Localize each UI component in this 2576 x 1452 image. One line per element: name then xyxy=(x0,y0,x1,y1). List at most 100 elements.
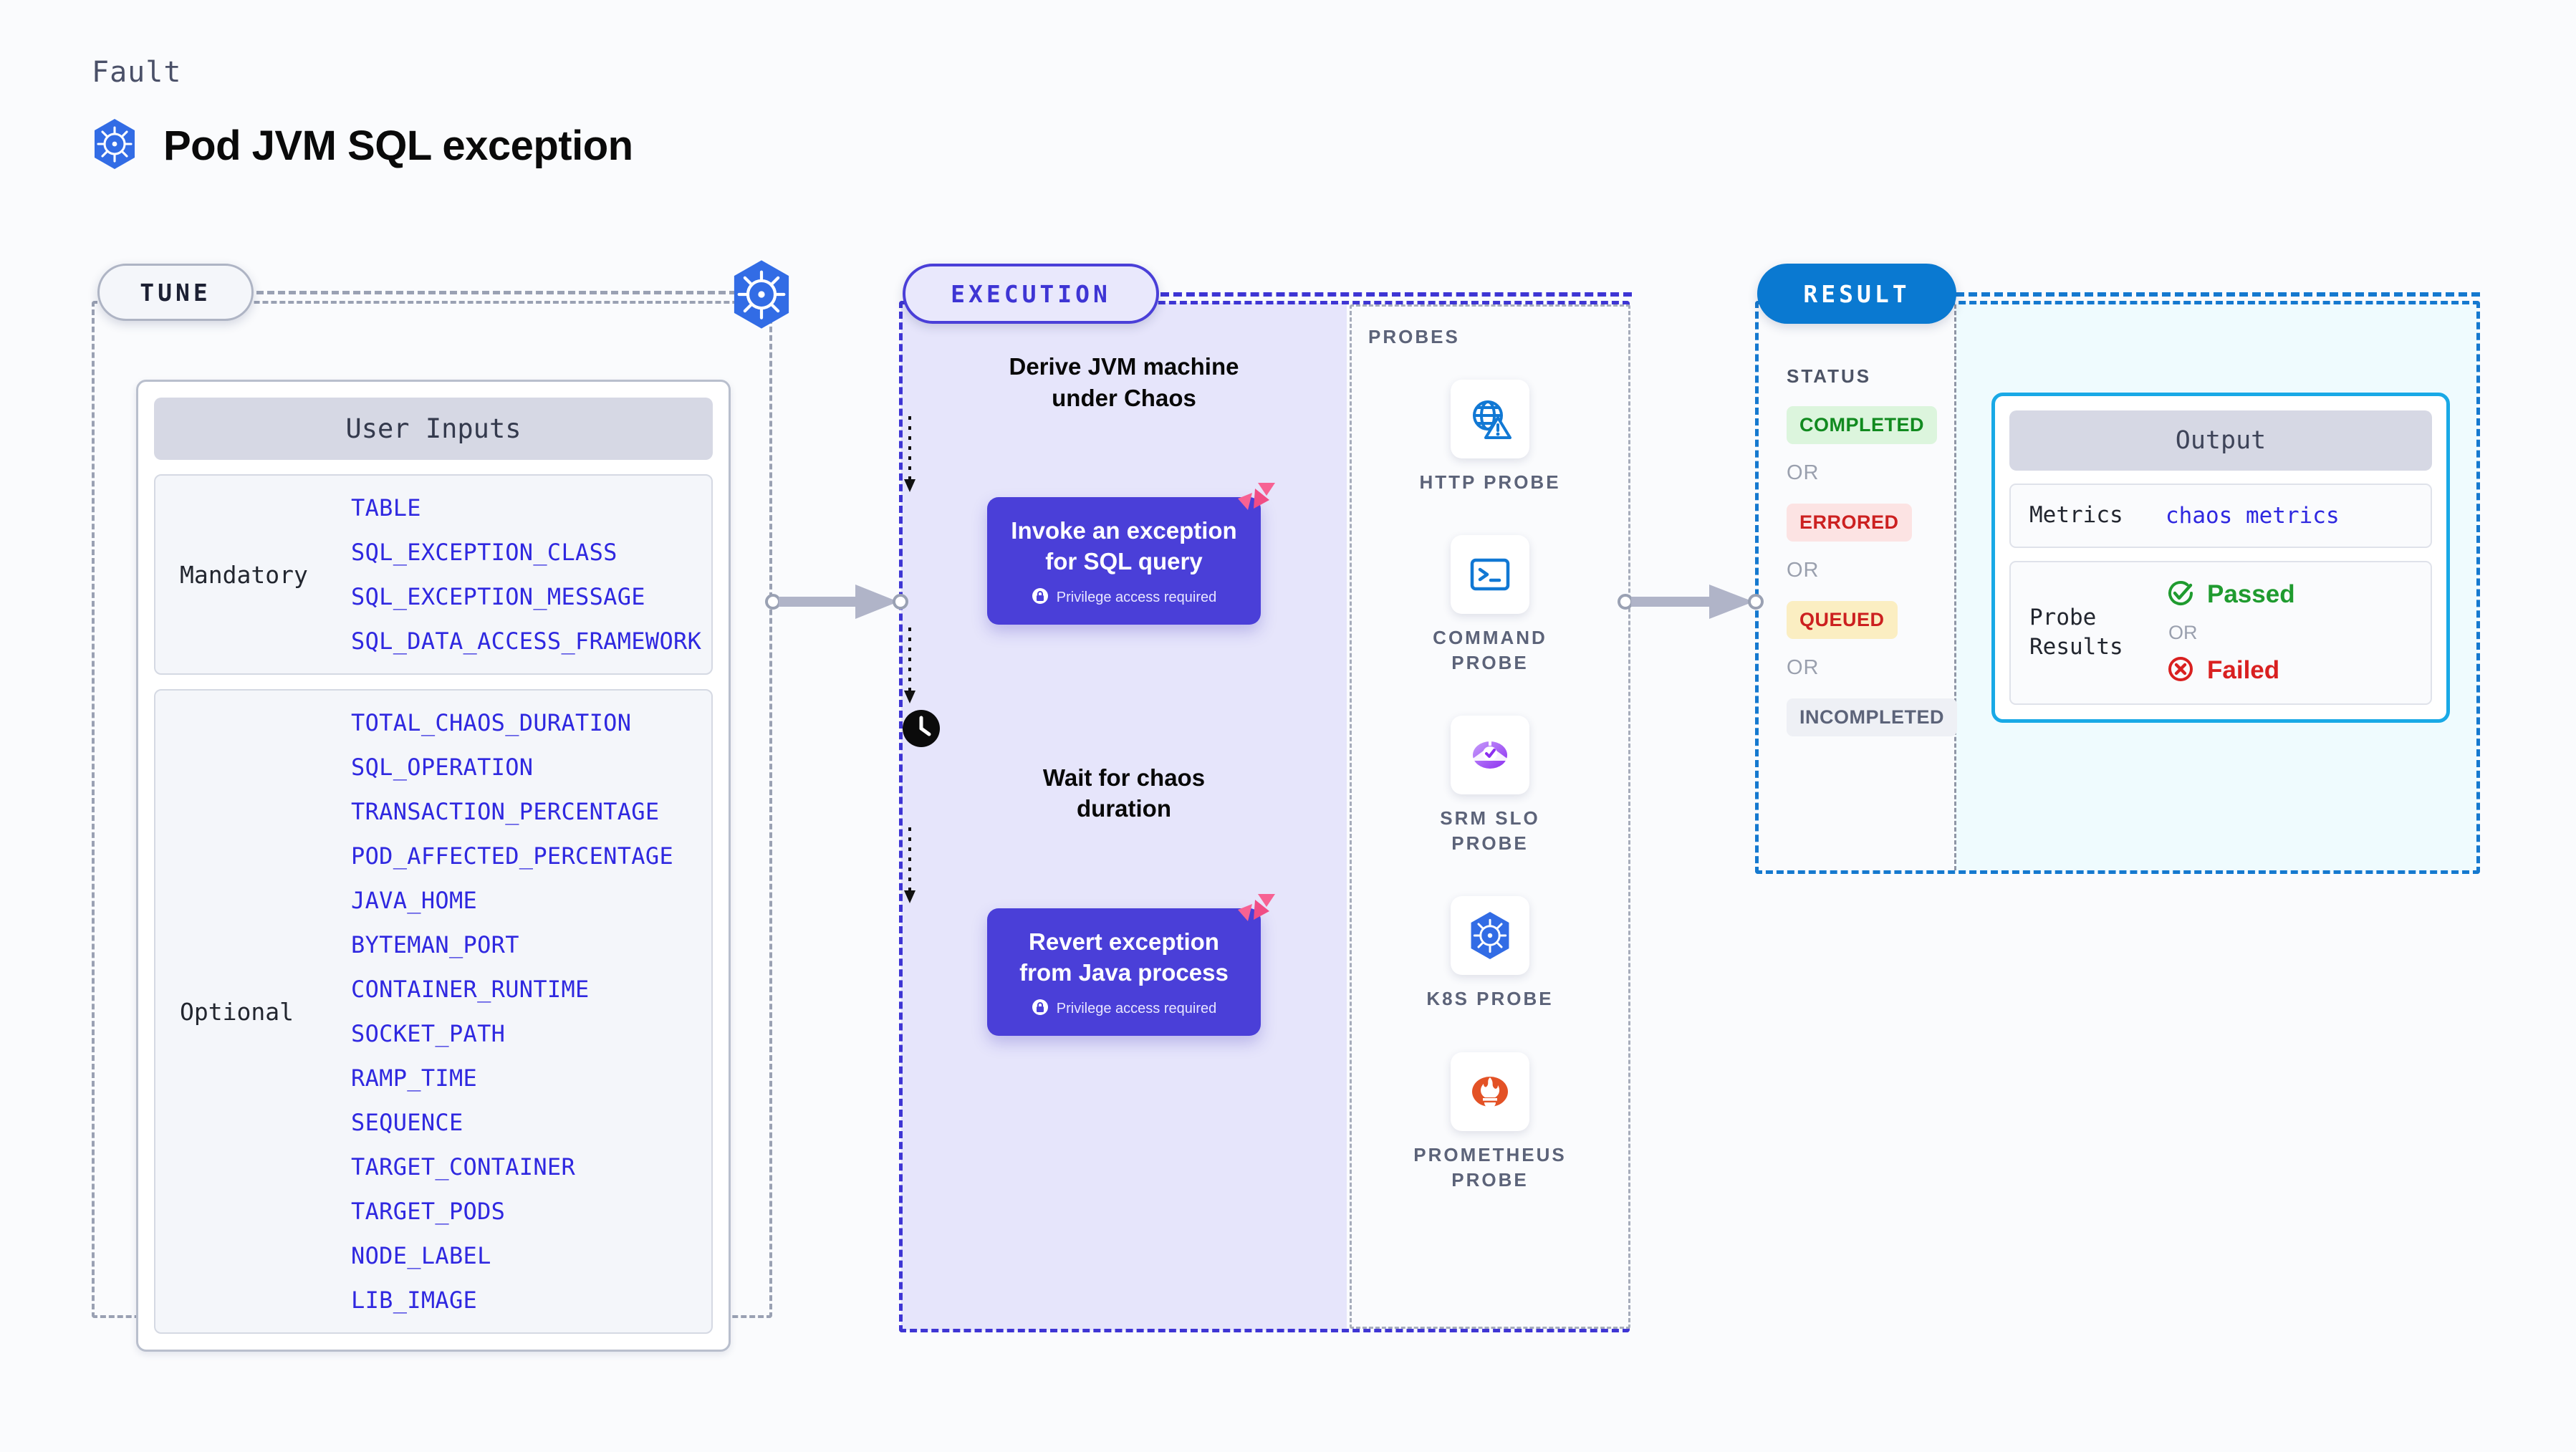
tune-connector-line xyxy=(256,291,736,294)
passed-label: Passed xyxy=(2207,580,2295,609)
param-item[interactable]: CONTAINER_RUNTIME xyxy=(351,976,590,1003)
dotted-arrow-icon xyxy=(901,413,1347,497)
probes-list: HTTP PROBE COMMAND PROBE xyxy=(1350,380,1630,1193)
litmus-flag-icon xyxy=(1236,893,1277,933)
privilege-note: Privilege access required xyxy=(1000,587,1248,609)
result-divider xyxy=(1954,304,1956,870)
probe-results-values: Passed OR Failed xyxy=(2166,578,2295,688)
result-pill-label: RESULT xyxy=(1757,264,1956,324)
page-title-row: Pod JVM SQL exception xyxy=(92,118,633,173)
kubernetes-icon xyxy=(1450,896,1529,976)
status-column: STATUS COMPLETED OR ERRORED OR QUEUED OR… xyxy=(1787,365,1958,736)
right-arrow-icon xyxy=(1618,580,1764,627)
param-item[interactable]: TABLE xyxy=(351,494,421,521)
globe-warning-icon xyxy=(1450,380,1529,458)
output-title: Output xyxy=(2009,410,2432,471)
fault-kind-label: Fault xyxy=(92,56,182,89)
optional-param-list: TOTAL_CHAOS_DURATION SQL_OPERATION TRANS… xyxy=(351,709,698,1314)
optional-label: Optional xyxy=(180,997,294,1026)
mandatory-group: Mandatory TABLE SQL_EXCEPTION_CLASS SQL_… xyxy=(154,474,713,675)
dotted-arrow-icon xyxy=(901,824,1347,908)
lock-icon xyxy=(1032,587,1049,609)
user-inputs-card: User Inputs Mandatory TABLE SQL_EXCEPTIO… xyxy=(136,380,731,1352)
probe-label: SRM SLO PROBE xyxy=(1440,807,1540,855)
param-item[interactable]: SQL_OPERATION xyxy=(351,754,534,781)
param-item[interactable]: SQL_DATA_ACCESS_FRAMEWORK xyxy=(351,628,702,655)
status-badge: COMPLETED xyxy=(1787,406,1938,444)
status-or-label: OR xyxy=(1787,559,1820,582)
optional-group: Optional TOTAL_CHAOS_DURATION SQL_OPERAT… xyxy=(154,689,713,1334)
privilege-note-text: Privilege access required xyxy=(1056,590,1217,606)
param-item[interactable]: BYTEMAN_PORT xyxy=(351,931,519,958)
status-badge: ERRORED xyxy=(1787,504,1912,542)
status-badge: QUEUED xyxy=(1787,601,1898,639)
user-inputs-title: User Inputs xyxy=(154,398,713,460)
execution-connector-line xyxy=(1160,292,1632,297)
probe-item-srm-slo[interactable]: SRM SLO PROBE xyxy=(1404,716,1576,856)
probe-item-k8s[interactable]: K8S PROBE xyxy=(1426,896,1553,1011)
terminal-icon xyxy=(1451,535,1529,615)
execution-pill-label: EXECUTION xyxy=(903,264,1159,324)
probe-label: HTTP PROBE xyxy=(1419,471,1561,493)
dotted-arrow-icon xyxy=(901,625,1347,708)
kubernetes-icon xyxy=(730,259,793,333)
param-item[interactable]: TARGET_PODS xyxy=(351,1198,506,1225)
failed-label: Failed xyxy=(2207,656,2280,685)
param-item[interactable]: SOCKET_PATH xyxy=(351,1020,506,1047)
metrics-key: Metrics xyxy=(2029,502,2123,528)
probe-result-passed: Passed xyxy=(2166,578,2295,612)
param-item[interactable]: SEQUENCE xyxy=(351,1109,463,1136)
prometheus-icon xyxy=(1451,1052,1529,1131)
status-heading: STATUS xyxy=(1787,365,1872,387)
param-item[interactable]: RAMP_TIME xyxy=(351,1064,478,1092)
output-metrics-row: Metrics chaos metrics xyxy=(2009,484,2432,548)
status-or-label: OR xyxy=(1787,461,1820,484)
param-item[interactable]: LIB_IMAGE xyxy=(351,1287,478,1314)
litmus-flag-icon xyxy=(1236,481,1277,522)
param-item[interactable]: SQL_EXCEPTION_CLASS xyxy=(351,539,617,566)
result-stage xyxy=(1755,301,2480,874)
check-circle-icon xyxy=(2166,578,2196,612)
param-item[interactable]: POD_AFFECTED_PERCENTAGE xyxy=(351,842,674,870)
probe-result-failed: Failed xyxy=(2166,654,2295,688)
right-arrow-icon xyxy=(765,580,908,627)
tune-pill-label: TUNE xyxy=(97,264,254,321)
status-badge: INCOMPLETED xyxy=(1787,698,1958,736)
probe-label: COMMAND PROBE xyxy=(1433,627,1547,674)
probes-heading: PROBES xyxy=(1368,326,1460,347)
mandatory-param-list: TABLE SQL_EXCEPTION_CLASS SQL_EXCEPTION_… xyxy=(351,494,701,655)
privilege-note-text: Privilege access required xyxy=(1056,1001,1217,1017)
probe-item-prometheus[interactable]: PROMETHEUS PROBE xyxy=(1404,1052,1576,1193)
kubernetes-icon xyxy=(92,118,138,173)
probe-results-or: OR xyxy=(2168,621,2198,643)
result-connector-line xyxy=(1956,292,2480,297)
probe-label: PROMETHEUS PROBE xyxy=(1413,1143,1567,1191)
mandatory-label: Mandatory xyxy=(180,560,308,589)
status-or-label: OR xyxy=(1787,656,1820,679)
page-title: Pod JVM SQL exception xyxy=(163,122,633,169)
probes-panel xyxy=(1350,304,1630,1329)
probe-item-http[interactable]: HTTP PROBE xyxy=(1419,380,1560,495)
result-stage-border xyxy=(1755,301,2480,874)
metrics-value[interactable]: chaos metrics xyxy=(2166,502,2340,529)
srm-slo-icon xyxy=(1451,716,1529,795)
probe-item-command[interactable]: COMMAND PROBE xyxy=(1404,535,1576,675)
param-item[interactable]: TOTAL_CHAOS_DURATION xyxy=(351,709,632,736)
param-item[interactable]: TRANSACTION_PERCENTAGE xyxy=(351,798,660,825)
param-item[interactable]: SQL_EXCEPTION_MESSAGE xyxy=(351,583,645,610)
clock-icon xyxy=(901,708,1347,752)
param-item[interactable]: TARGET_CONTAINER xyxy=(351,1153,576,1181)
param-item[interactable]: NODE_LABEL xyxy=(351,1242,491,1269)
param-item[interactable]: JAVA_HOME xyxy=(351,887,478,914)
x-circle-icon xyxy=(2166,654,2196,688)
privilege-note: Privilege access required xyxy=(1000,999,1248,1020)
